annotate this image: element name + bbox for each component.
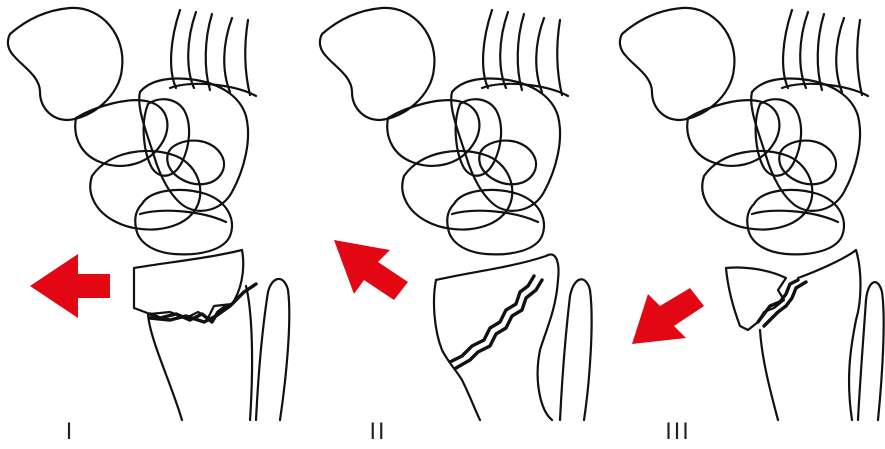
panel-1 [8,8,289,420]
radius-3 [798,250,861,420]
distal-fragment-3 [726,267,786,330]
displacement-arrow-2 [334,240,408,300]
radius-3-volar [760,330,778,420]
ulna-2 [560,279,592,420]
radius-2 [436,254,559,420]
panel-label-1: I [66,420,75,445]
panel-label-3: III [665,420,690,445]
radius-1 [148,286,252,420]
panel-label-2: II [370,420,387,445]
ulna-3 [858,282,884,420]
radius-2-volar [434,280,480,420]
ulna-1 [256,279,289,420]
panel-3 [620,8,884,420]
displacement-arrow-1 [30,254,110,318]
displacement-arrow-3 [632,288,704,344]
panel-2 [320,8,592,420]
